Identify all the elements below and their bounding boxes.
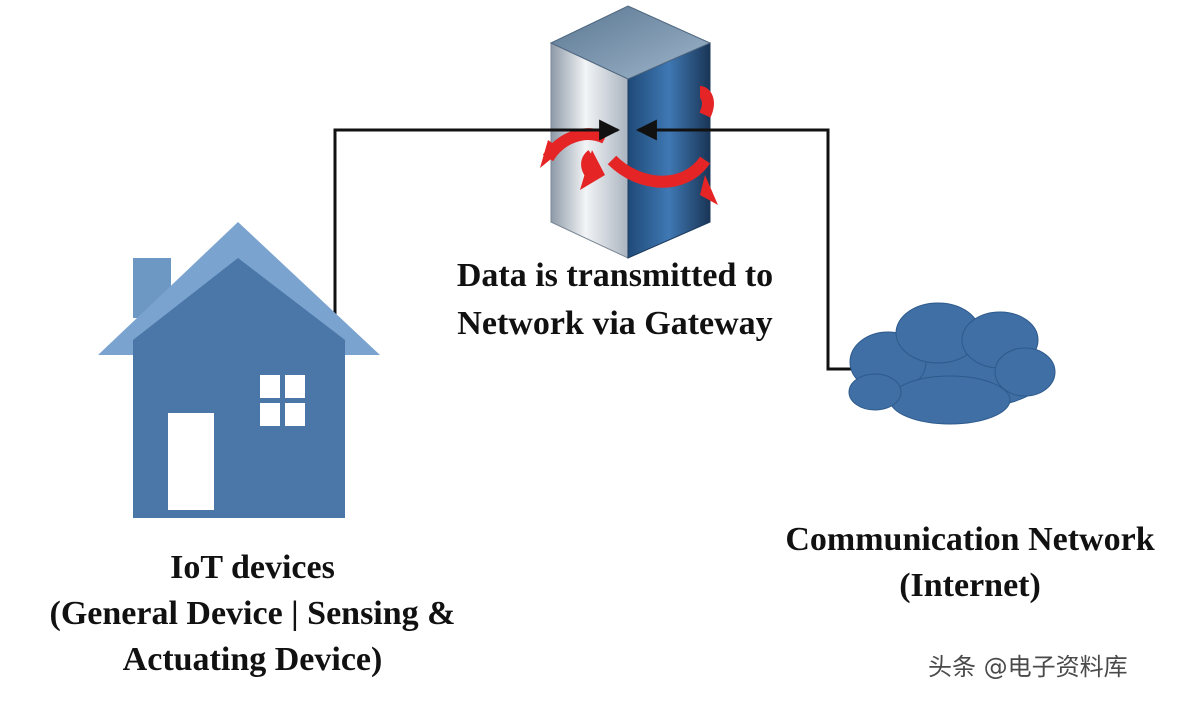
iot-devices-label-line: Actuating Device) — [122, 641, 383, 678]
door-icon — [168, 413, 214, 510]
house-icon — [98, 222, 380, 518]
gateway-label: Data is transmitted to Network via Gatew… — [395, 252, 835, 348]
window-icon — [260, 375, 305, 426]
network-label-line: (Internet) — [899, 567, 1041, 604]
network-label: Communication Network (Internet) — [740, 517, 1200, 609]
iot-devices-label-line: (General Device | Sensing & — [49, 595, 456, 632]
network-label-line: Communication Network — [785, 521, 1155, 558]
watermark: 头条 @电子资料库 — [928, 644, 1128, 684]
gateway-label-line: Data is transmitted to — [456, 257, 774, 294]
watermark-text: 头条 @电子资料库 — [928, 652, 1128, 681]
iot-devices-label: IoT devices (General Device | Sensing & … — [0, 545, 505, 683]
gateway-label-line: Network via Gateway — [457, 305, 773, 342]
iot-devices-label-line: IoT devices — [170, 549, 335, 586]
cloud-icon — [848, 302, 1056, 425]
